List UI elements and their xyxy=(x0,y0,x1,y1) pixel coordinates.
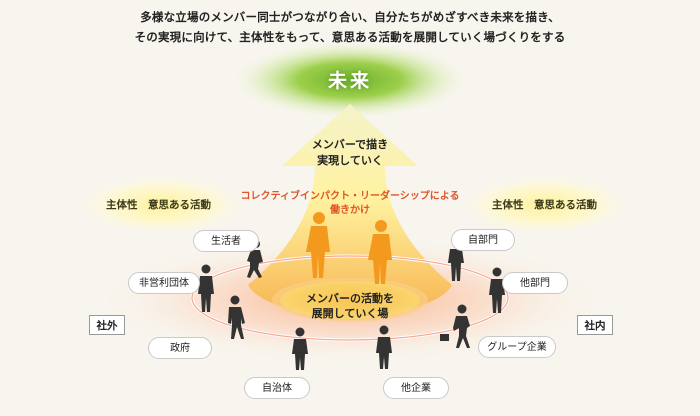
side-tag-external: 社外 xyxy=(89,315,125,335)
left-glow xyxy=(77,175,247,235)
arrow-label-line-1: メンバーで描き xyxy=(311,138,389,151)
bubble-seikatsusha: 生活者 xyxy=(193,230,259,252)
caption-line-2: その実現に向けて、主体性をもって、意思ある活動を展開していく場づくりをする xyxy=(134,30,566,44)
person-group xyxy=(440,304,470,348)
person-tabumon xyxy=(489,267,505,313)
bubble-seifu: 政府 xyxy=(148,337,212,359)
person-jichitai xyxy=(292,327,308,370)
person-hieiri xyxy=(198,264,214,312)
bubble-group: グループ企業 xyxy=(478,336,556,358)
bubble-hieiri: 非営利団体 xyxy=(128,272,200,294)
caption-line-1: 多様な立場のメンバー同士がつながり合い、自分たちがめざすべき未来を描き、 xyxy=(140,10,560,24)
bubble-jichitai: 自治体 xyxy=(244,377,310,399)
member-ring xyxy=(191,255,509,341)
side-tag-internal: 社内 xyxy=(577,315,613,335)
glow-label-left: 主体性 意思ある活動 xyxy=(106,199,211,211)
person-seifu xyxy=(228,295,245,339)
arrow-label-line-2: 実現していく xyxy=(317,154,383,167)
future-cloud xyxy=(235,42,465,118)
person-takigyo xyxy=(376,325,392,369)
future-label: 未来 xyxy=(327,70,372,92)
bubble-tabumon: 他部門 xyxy=(502,272,568,294)
glow-label-right: 主体性 意思ある活動 xyxy=(492,199,597,211)
right-glow xyxy=(460,175,630,235)
place-label-line-1: メンバーの活動を xyxy=(306,292,394,305)
upward-arrow xyxy=(248,104,452,315)
collective-label-line-2: 働きかけ xyxy=(330,205,370,216)
bubble-takigyo: 他企業 xyxy=(383,377,449,399)
activity-core-inner xyxy=(280,281,420,319)
leader-figure-left xyxy=(306,212,330,278)
place-label-line-2: 展開していく場 xyxy=(311,307,389,320)
collective-label-line-1: コレクティブインパクト・リーダーシップによる xyxy=(240,191,460,202)
bubble-jibumon: 自部門 xyxy=(451,229,515,251)
leader-figure-right xyxy=(368,220,392,284)
people-silhouettes xyxy=(198,237,505,370)
